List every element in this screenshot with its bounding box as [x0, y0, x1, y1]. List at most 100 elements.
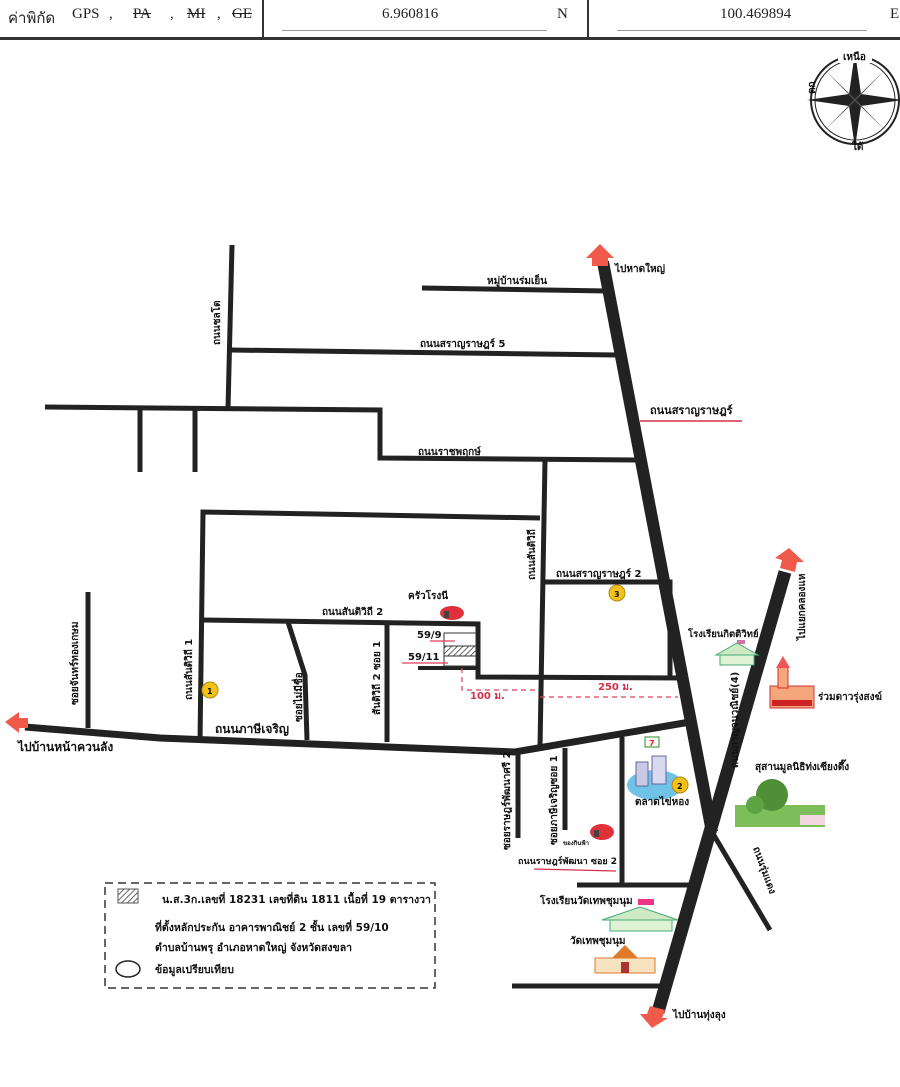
label-chanthong: ซอยจันทร์ทองเกษม	[69, 622, 81, 705]
compass-rose-icon: เหนือ ตก ใต้	[807, 50, 900, 153]
pa-option: PA	[133, 6, 151, 22]
compass-south: ใต้	[852, 140, 863, 153]
label-krua: ครัวโรงนี	[408, 589, 448, 602]
label-rum-daeng: ถนนรุ่มแดง	[750, 845, 778, 896]
label-ratphatthana-si2: ซอยราษฎร์พัฒนาศรี 2	[501, 751, 513, 850]
longitude-value: 100.469894	[720, 6, 792, 22]
svg-text:1: 1	[207, 687, 213, 696]
road-saranrat2	[545, 579, 673, 680]
pointer-line	[533, 868, 617, 872]
label-phasi-charoen: ถนนภาษีเจริญ	[215, 722, 289, 736]
separator: ,	[109, 6, 113, 22]
gps-option: GPS	[72, 6, 100, 22]
arrow-down-icon	[640, 1006, 668, 1028]
arrow-left-icon	[5, 712, 28, 733]
label-market: ตลาดไข่หอง	[635, 795, 689, 808]
longitude-cell: 100.469894 E	[587, 0, 900, 37]
label-shop: ของกินฟ้า	[563, 839, 589, 847]
restaurant-icon	[440, 606, 464, 620]
wat-school-icon	[601, 899, 679, 932]
label-saranrat2: ถนนสราญราษฎร์ 2	[556, 568, 641, 580]
label-saranrat5: ถนนสราญราษฎร์ 5	[420, 338, 505, 350]
longitude-direction: E	[890, 6, 900, 22]
compass-north: เหนือ	[843, 51, 866, 63]
label-ratphatthana-soi2: ถนนราษฎร์พัฒนา ซอย 2	[518, 855, 617, 867]
label-santiwithi: ถนนสันติวิถี	[526, 529, 538, 580]
label-wat: วัดเทพชุมนุม	[570, 935, 626, 947]
label-phasi-soi1: ซอยภาษีเจริญซอย 1	[548, 755, 560, 845]
main-road-saranrat	[597, 260, 718, 834]
comparison-circle-swatch-icon	[115, 960, 141, 978]
road-phasi-charoen	[24, 718, 691, 756]
label-to-hatyai: ไปหาดใหญ่	[614, 262, 666, 275]
label-plot-59-11: 59/11	[408, 652, 440, 663]
label-to-thung-lung: ไปบ้านทุ่งลุง	[672, 1008, 726, 1021]
mi-option: MI	[187, 6, 206, 22]
marker-2: 2	[671, 776, 689, 794]
distance-100m: 100 ม.	[470, 691, 505, 702]
gps-type-cell: ค่าพิกัด GPS , PA , MI , GE	[0, 0, 264, 37]
compass-west: ตก	[807, 81, 818, 94]
label-kanchanawanit: ถนนกาญจนวณิชย์(4)	[729, 672, 741, 768]
road-santiwithi1	[197, 509, 541, 743]
school-building-icon	[714, 640, 760, 666]
label-saranrat: ถนนสราญราษฎร์	[650, 404, 733, 417]
pointer-arrows	[402, 640, 678, 698]
road-saranrat5	[229, 347, 618, 358]
coordinates-label: ค่าพิกัด	[8, 11, 56, 27]
temple-icon	[594, 945, 656, 974]
cemetery-park-icon	[735, 779, 825, 827]
svg-text:2: 2	[677, 782, 683, 791]
road-no-name-soi	[285, 621, 310, 741]
arrow-up-hatyai-icon	[586, 244, 614, 266]
legend-collateral: ที่ตั้งหลักประกัน อาคารพาณิชย์ 2 ชั้น เล…	[155, 919, 389, 934]
latitude-value: 6.960816	[382, 6, 439, 22]
shop-icon	[590, 824, 614, 840]
label-santiwithi2: ถนนสันติวิถี 2	[322, 606, 383, 618]
legend-deed: น.ส.3ก.เลขที่ 18231 เลขที่ดิน 1811 เนื้อ…	[162, 891, 431, 906]
underline	[282, 30, 547, 31]
ge-option: GE	[232, 6, 252, 22]
legend-comparison: ข้อมูลเปรียบเทียบ	[155, 963, 234, 977]
seven-eleven-icon: 7	[644, 736, 660, 748]
church-icon	[769, 656, 815, 709]
label-dao-rung: ร่วมดาวรุ่งสงฆ์	[818, 691, 882, 703]
legend-box: น.ส.3ก.เลขที่ 18231 เลขที่ดิน 1811 เนื้อ…	[104, 882, 436, 989]
label-chonto: ถนนชลโต	[210, 300, 223, 345]
latitude-direction: N	[557, 6, 568, 22]
hatched-plot-swatch-icon	[117, 888, 139, 904]
label-no-name-soi: ซอยไม่มีชื่อ	[291, 672, 305, 722]
collateral-plot	[443, 645, 477, 657]
marker-3: 3	[608, 584, 626, 602]
label-to-khlong-hae: ไปแยกคลองแห	[795, 573, 808, 641]
plot-59-11	[443, 655, 477, 667]
underline	[617, 30, 867, 31]
road-santiwithi2	[202, 617, 681, 681]
label-ratchaphruek: ถนนราชพฤกษ์	[418, 446, 481, 458]
plot-59-9	[443, 632, 477, 647]
road-ratchaphruek	[44, 404, 641, 463]
road-rom-yen	[421, 285, 608, 294]
marker-1: 1	[201, 681, 219, 699]
road-chonto	[225, 244, 235, 410]
separator: ,	[170, 6, 174, 22]
label-cemetery: สุสานมูลนิธิท่งเซียงตึ๊ง	[755, 759, 849, 774]
road-kanchanawanit	[651, 570, 792, 1014]
latitude-cell: 6.960816 N	[262, 0, 589, 37]
label-kittiwit-school: โรงเรียนกิตติวิทย์	[687, 628, 759, 640]
road-network	[24, 244, 792, 1014]
market-building-icon	[627, 755, 683, 800]
label-wat-school: โรงเรียนวัดเทพชุมนุม	[539, 894, 633, 907]
distance-250m: 250 ม.	[598, 682, 633, 693]
label-santiwithi1: ถนนสันติวิถี 1	[183, 639, 195, 700]
svg-text:3: 3	[614, 590, 620, 599]
separator: ,	[217, 6, 221, 22]
label-rom-yen: หมู่บ้านร่มเย็น	[487, 273, 547, 288]
label-to-na-khuan-lang: ไปบ้านหน้าควนลัง	[16, 739, 113, 754]
road-rum-daeng	[709, 830, 773, 932]
svg-text:7: 7	[649, 739, 655, 748]
legend-address: ตำบลบ้านพรุ อำเภอหาดใหญ่ จังหวัดสงขลา	[155, 940, 352, 955]
label-santiwithi2-soi1: สันติวิถี 2 ซอย 1	[371, 641, 383, 715]
arrow-up-khlong-hae-icon	[775, 548, 804, 572]
